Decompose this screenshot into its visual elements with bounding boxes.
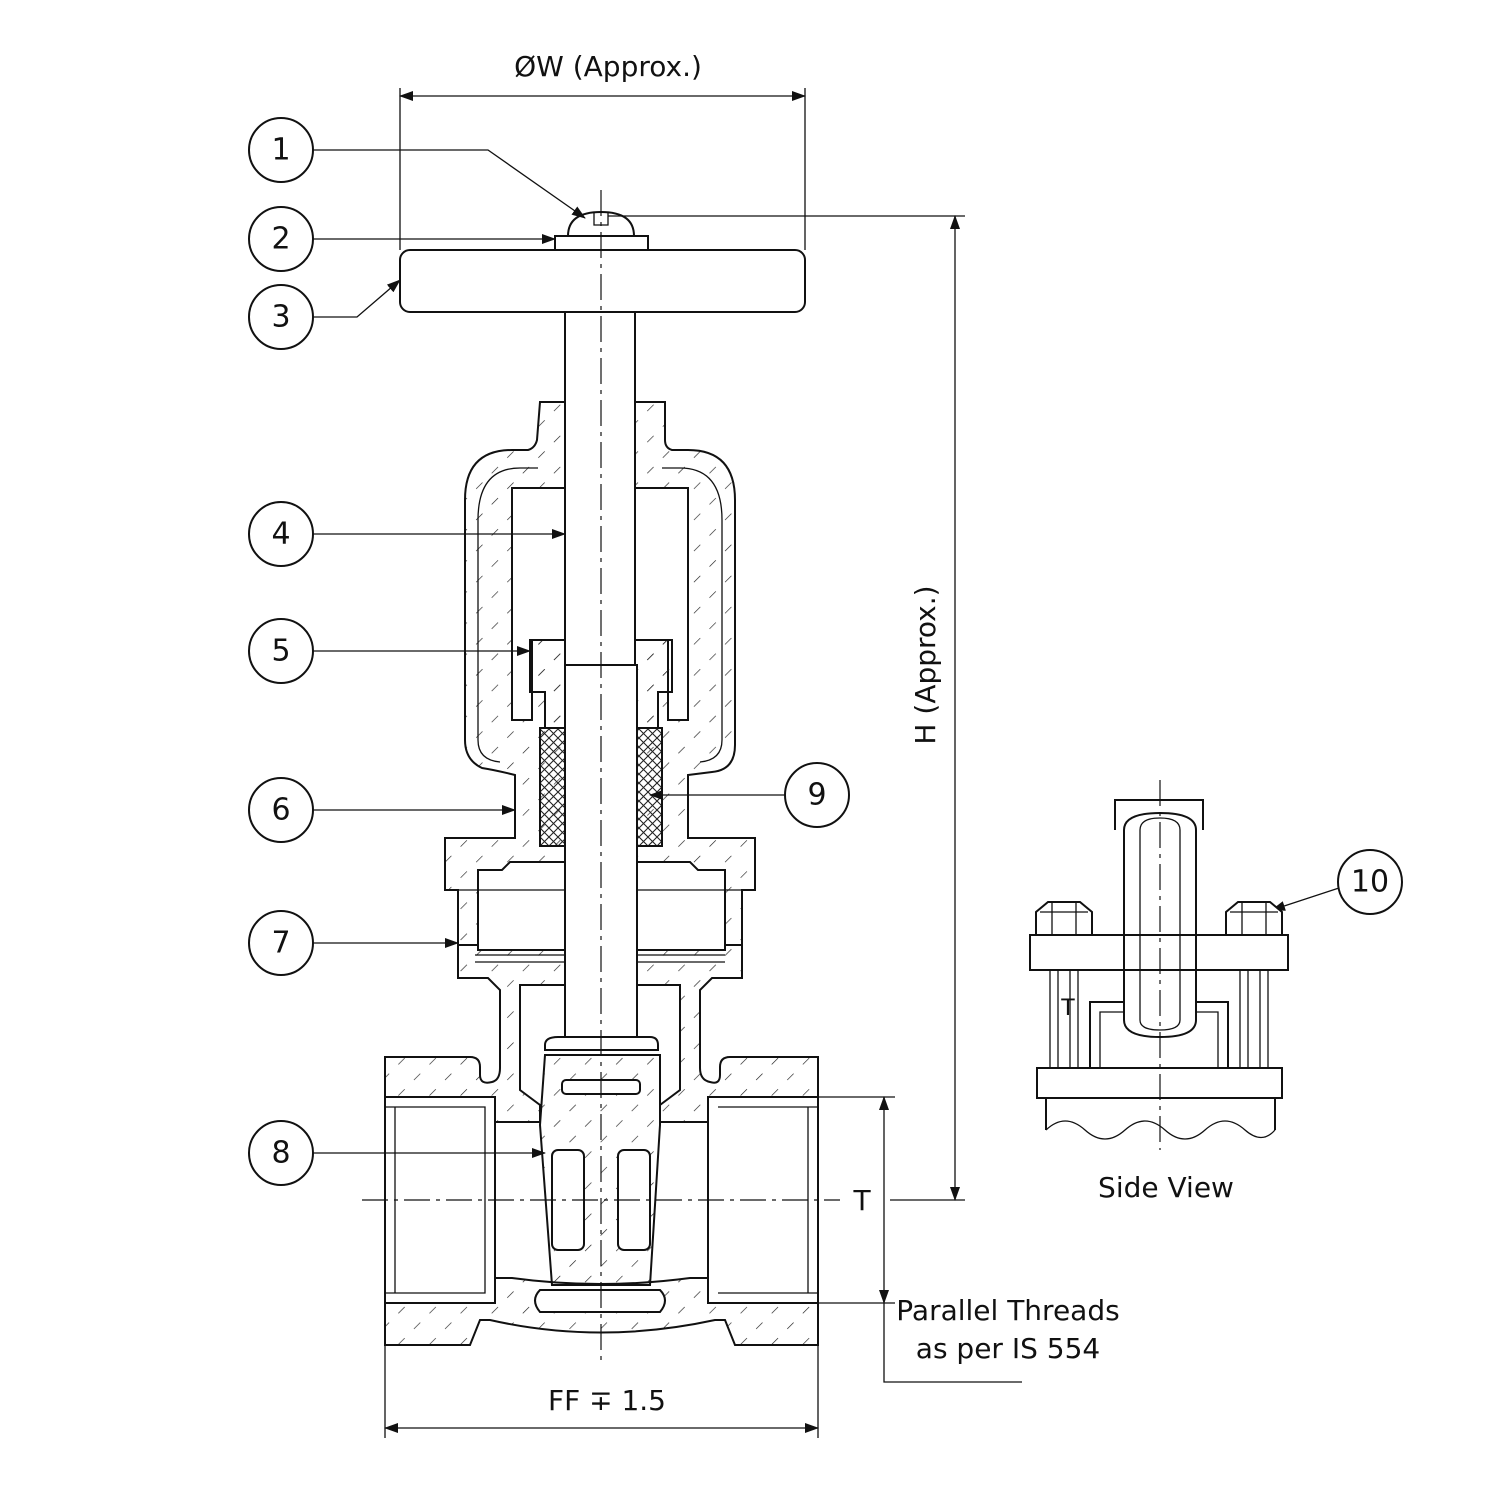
callout-7: 7 (248, 910, 459, 976)
side-nut-left (1035, 901, 1093, 936)
callouts: 1 2 3 4 5 6 7 (248, 117, 1403, 1186)
svg-text:8: 8 (271, 1136, 290, 1171)
callout-5: 5 (248, 618, 531, 684)
dimensions: ØW (Approx.) H (Approx.) T Parallel Thre… (384, 50, 1120, 1438)
svg-text:9: 9 (807, 778, 826, 813)
callout-2: 2 (248, 206, 556, 272)
thread-note-leader (883, 1303, 1022, 1383)
callout-4: 4 (248, 501, 566, 567)
callout-1: 1 (248, 117, 586, 219)
side-nut-right (1225, 901, 1283, 936)
side-break-line (1045, 1120, 1276, 1140)
side-t-label: T (1060, 996, 1075, 1021)
side-view: T Side View (1029, 780, 1289, 1204)
side-gland-plate (1029, 934, 1289, 971)
svg-text:3: 3 (271, 300, 290, 335)
svg-text:4: 4 (271, 517, 290, 552)
callout-6: 6 (248, 777, 516, 843)
svg-text:10: 10 (1351, 865, 1389, 900)
svg-text:6: 6 (271, 793, 290, 828)
callout-9: 9 (649, 762, 850, 828)
yoke-outline (477, 467, 723, 763)
thread-note-line1: Parallel Threads (896, 1294, 1119, 1327)
side-view-label: Side View (1098, 1171, 1234, 1204)
face-dimension-label: FF ∓ 1.5 (548, 1384, 666, 1417)
disc-seat (534, 1289, 666, 1313)
gland-packing-right (636, 727, 663, 847)
thread-note-line2: as per IS 554 (916, 1332, 1100, 1365)
spindle-upper (564, 311, 636, 666)
svg-text:1: 1 (271, 133, 290, 168)
callout-10: 10 (1271, 849, 1403, 915)
width-dimension-label: ØW (Approx.) (514, 50, 702, 83)
section-view (362, 190, 840, 1362)
callout-8: 8 (248, 1120, 546, 1186)
handwheel (399, 249, 806, 313)
height-dimension-label: H (Approx.) (909, 585, 942, 744)
svg-text:7: 7 (271, 926, 290, 961)
gland-packing-left (539, 727, 566, 847)
svg-text:5: 5 (271, 634, 290, 669)
callout-3: 3 (248, 279, 401, 350)
svg-text:2: 2 (271, 222, 290, 257)
t-dimension-label: T (852, 1184, 871, 1217)
